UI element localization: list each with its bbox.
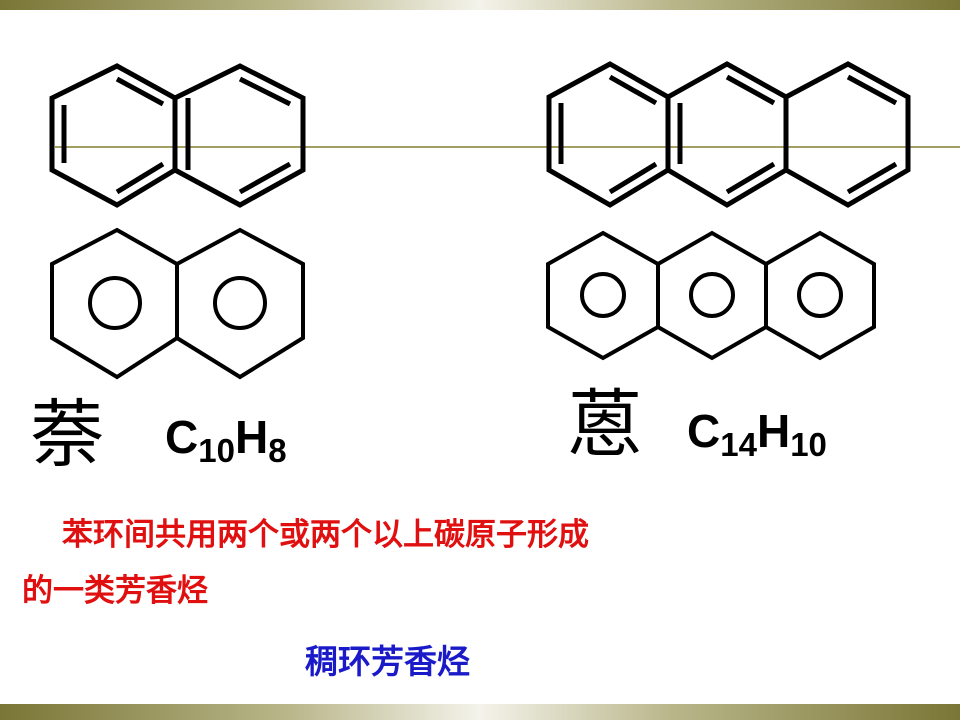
naphthalene-hydrogen-count: 8 bbox=[268, 432, 287, 469]
naphthalene-formula-c: C bbox=[165, 411, 199, 463]
anthracene-carbon-count: 14 bbox=[720, 426, 757, 463]
anthracene-formula: C14H10 bbox=[687, 408, 827, 461]
bottom-decorative-band bbox=[0, 704, 960, 720]
anthracene-name: 蒽 bbox=[568, 382, 642, 468]
term-label: 稠环芳香烃 bbox=[305, 642, 470, 681]
anthracene-formula-h: H bbox=[756, 405, 791, 457]
anthracene-circle-structure bbox=[546, 230, 876, 361]
anthracene-kekule-structure bbox=[546, 61, 911, 208]
horizontal-rule bbox=[55, 146, 960, 148]
naphthalene-kekule-structure bbox=[49, 63, 306, 208]
definition-line-1: 苯环间共用两个或两个以上碳原子形成 bbox=[62, 517, 589, 553]
naphthalene-circle-structure bbox=[50, 227, 305, 380]
naphthalene-formula: C10H8 bbox=[165, 414, 287, 467]
anthracene-hydrogen-count: 10 bbox=[790, 426, 827, 463]
top-decorative-band bbox=[0, 0, 960, 10]
anthracene-formula-c: C bbox=[687, 405, 721, 457]
naphthalene-formula-h: H bbox=[234, 411, 269, 463]
naphthalene-name: 萘 bbox=[30, 392, 104, 478]
naphthalene-carbon-count: 10 bbox=[198, 432, 235, 469]
definition-line-2: 的一类芳香烃 bbox=[22, 573, 208, 609]
